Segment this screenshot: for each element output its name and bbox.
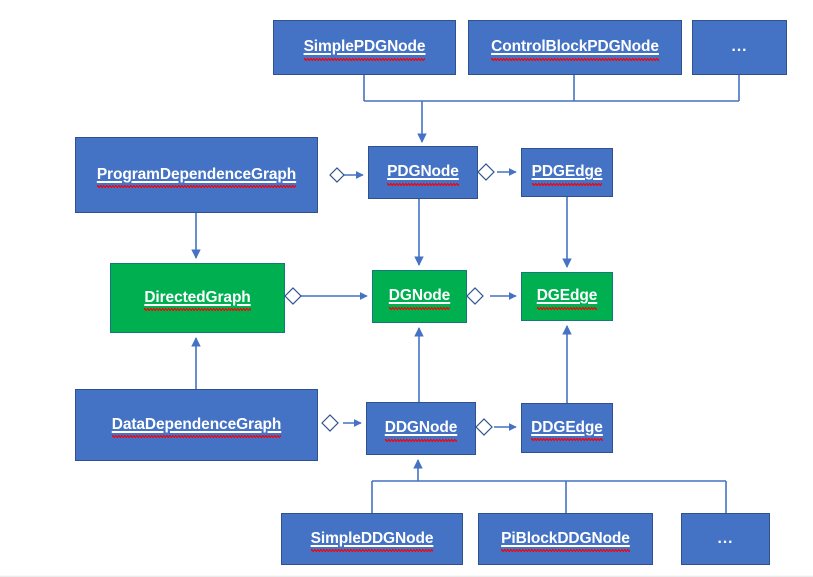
class-box-controlblockpdgnode[interactable]: ControlBlockPDGNode	[468, 20, 682, 75]
page-bottom-shadow	[0, 575, 813, 577]
class-label: DGNode	[388, 287, 451, 310]
class-box-piblockddgnode[interactable]: PiBlockDDGNode	[478, 513, 653, 565]
class-label: DirectedGraph	[144, 288, 252, 312]
class-box-programdependencegraph[interactable]: ProgramDependenceGraph	[75, 137, 318, 213]
aggregation-ddgnode-to-ddgedge	[475, 418, 517, 436]
class-box-dgedge[interactable]: DGEdge	[521, 272, 613, 321]
class-label: ...	[731, 38, 748, 56]
class-box-dgnode[interactable]: DGNode	[372, 270, 467, 323]
inheritance-bus-pdgnode	[363, 75, 740, 143]
class-box-simpleddgnode[interactable]: SimpleDDGNode	[281, 513, 463, 565]
class-label: SimpleDDGNode	[310, 529, 434, 553]
aggregation-dgnode-to-dgedge	[466, 287, 517, 305]
class-box-datadependencegraph[interactable]: DataDependenceGraph	[75, 389, 318, 461]
class-box-pdgnode[interactable]: PDGNode	[368, 146, 478, 199]
class-box-ddgnode[interactable]: DDGNode	[366, 402, 476, 455]
class-box-ddgedge[interactable]: DDGEdge	[521, 403, 613, 453]
aggregation-ddg-to-ddgnode	[321, 414, 362, 432]
class-box-directedgraph[interactable]: DirectedGraph	[110, 263, 285, 333]
class-label: ...	[717, 529, 734, 547]
class-label: DataDependenceGraph	[111, 415, 282, 439]
class-label: PDGNode	[387, 163, 459, 186]
class-label: ControlBlockPDGNode	[491, 38, 659, 61]
class-label: SimplePDGNode	[303, 38, 426, 61]
aggregation-directedgraph-to-dgnode	[284, 287, 368, 305]
aggregation-pdgnode-to-pdgedge	[477, 163, 517, 181]
class-label: PiBlockDDGNode	[501, 529, 630, 553]
class-box-pdgedge[interactable]: PDGEdge	[521, 148, 613, 197]
class-box-ellipsis-top[interactable]: ...	[692, 20, 787, 75]
inheritance-bus-ddgnode	[371, 459, 727, 513]
aggregation-pdg-to-pdgnode	[329, 167, 364, 183]
class-label: DDGNode	[384, 419, 458, 442]
class-label: DDGEdge	[531, 418, 603, 442]
class-label: DGEdge	[536, 287, 598, 310]
class-label: ProgramDependenceGraph	[96, 165, 297, 189]
class-box-ellipsis-bottom[interactable]: ...	[681, 513, 770, 565]
class-box-simplepdgnode[interactable]: SimplePDGNode	[273, 20, 456, 75]
class-label: PDGEdge	[531, 163, 603, 186]
